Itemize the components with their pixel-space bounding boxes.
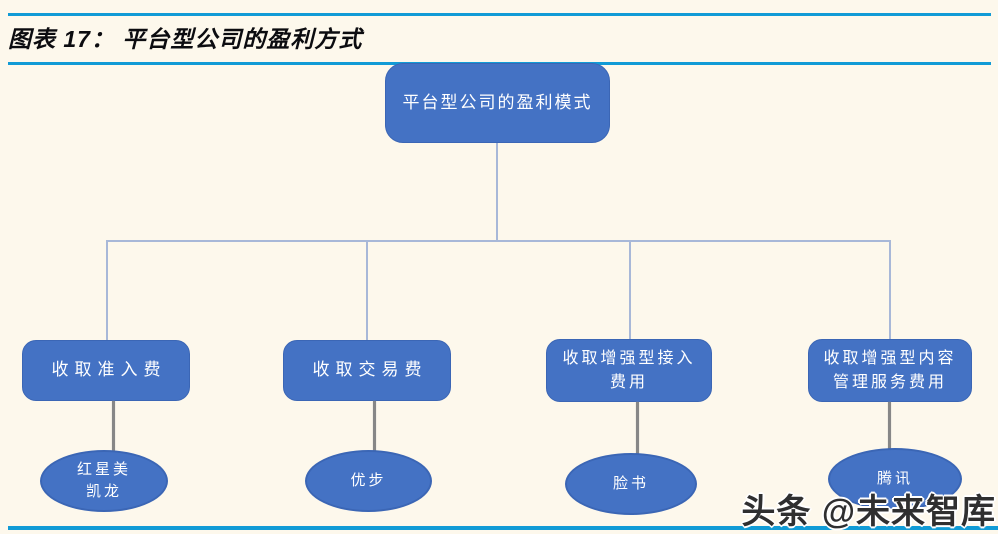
branch-box-label: 收取增强型接入 费用	[562, 350, 696, 391]
example-label: 脸书	[612, 475, 649, 493]
stem-to-example-2	[373, 401, 376, 452]
connector-branch-drop-4	[889, 240, 891, 339]
connector-branch-drop-1	[106, 240, 108, 340]
stem-to-example-1	[112, 401, 115, 452]
branch-box-access-fee: 收取准入费	[22, 340, 190, 401]
connector-branch-drop-2	[366, 240, 368, 340]
connector-horizontal-bar	[106, 240, 891, 242]
stem-to-example-4	[888, 402, 891, 450]
bottom-rule	[8, 526, 998, 530]
figure-title: 图表 17： 平台型公司的盈利方式	[8, 26, 363, 52]
branch-box-label: 收取准入费	[51, 360, 167, 380]
branch-box-content-management-fee: 收取增强型内容 管理服务费用	[808, 339, 972, 402]
top-rule	[8, 13, 991, 16]
branch-box-transaction-fee: 收取交易费	[283, 340, 451, 401]
branch-box-label: 收取增强型内容 管理服务费用	[823, 350, 957, 391]
example-label: 红星美 凯龙	[76, 461, 131, 500]
example-ellipse-uber: 优步	[305, 450, 432, 512]
root-node: 平台型公司的盈利模式	[385, 63, 610, 143]
root-node-label: 平台型公司的盈利模式	[402, 92, 593, 112]
example-ellipse-hongxing-meikailong: 红星美 凯龙	[40, 450, 168, 512]
branch-box-enhanced-access-fee: 收取增强型接入 费用	[546, 339, 712, 402]
example-label: 腾讯	[876, 470, 913, 488]
watermark-toutiao-future-think-tank: 头条 @未来智库	[741, 493, 996, 531]
connector-branch-drop-3	[629, 240, 631, 339]
connector-root-drop	[496, 143, 498, 240]
example-ellipse-tencent: 腾讯	[828, 448, 962, 510]
example-ellipse-facebook: 脸书	[565, 453, 697, 515]
example-label: 优步	[350, 472, 387, 490]
stem-to-example-3	[636, 402, 639, 455]
branch-box-label: 收取交易费	[312, 360, 428, 380]
